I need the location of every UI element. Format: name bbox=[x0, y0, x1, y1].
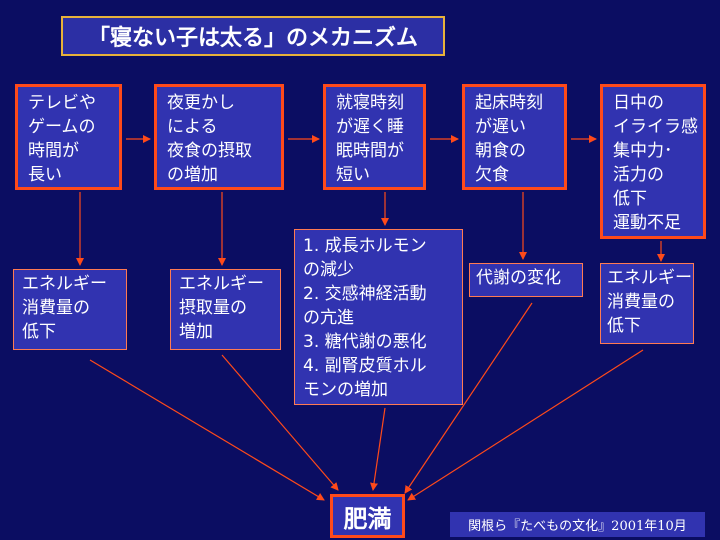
arrow-expenditure-to-obesity bbox=[89, 359, 325, 501]
outcome-obesity-box: 肥満 bbox=[330, 494, 405, 538]
effect-box-energy-expenditure-decrease: エネルギー 消費量の 低下 bbox=[13, 269, 127, 350]
effect-box-hormonal-changes: 1. 成長ホルモン の減少 2. 交感神経活動 の亢進 3. 糖代謝の悪化 4.… bbox=[294, 229, 463, 405]
cause-box-tv-games: テレビや ゲームの 時間が 長い bbox=[15, 84, 122, 190]
citation-label: 関根ら『たべもの文化』2001年10月 bbox=[450, 512, 705, 537]
arrow-intake-to-obesity bbox=[221, 354, 339, 491]
cause-box-short-sleep: 就寝時刻 が遅く睡 眠時間が 短い bbox=[323, 84, 426, 190]
arrow-metabolic-to-obesity bbox=[404, 302, 533, 494]
effect-box-metabolic-change: 代謝の変化 bbox=[469, 263, 583, 297]
effect-box-energy-expenditure-decrease-2: エネルギー 消費量の 低下 bbox=[600, 263, 694, 344]
cause-box-daytime-irritability: 日中の イライラ感 集中力･ 活力の 低下 運動不足 bbox=[600, 84, 706, 239]
page-title: 「寝ない子は太る」のメカニズム bbox=[61, 16, 445, 56]
arrow-expenditure2-to-obesity bbox=[407, 349, 644, 501]
effect-box-energy-intake-increase: エネルギー 摂取量の 増加 bbox=[170, 269, 281, 350]
cause-box-late-night-snacking: 夜更かし による 夜食の摂取 の増加 bbox=[154, 84, 284, 190]
cause-box-late-wake-breakfast: 起床時刻 が遅い 朝食の 欠食 bbox=[462, 84, 567, 190]
arrow-hormonal-to-obesity bbox=[370, 407, 386, 491]
